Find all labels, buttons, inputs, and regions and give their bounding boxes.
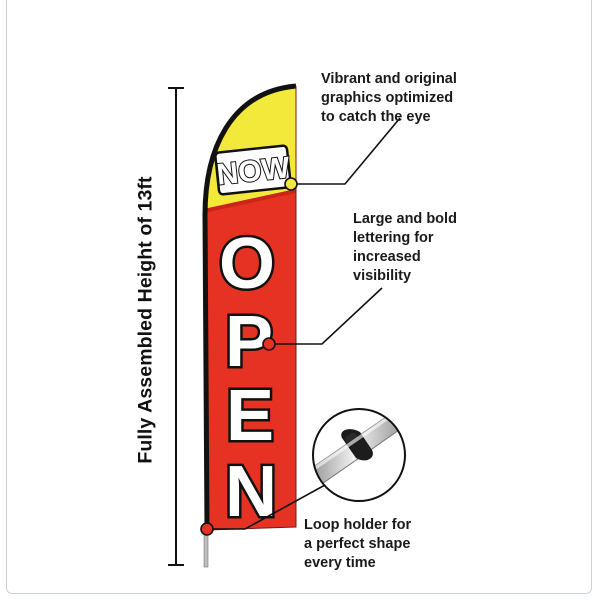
open-letters: O P E N (216, 222, 279, 535)
now-badge: NOW (214, 144, 293, 196)
loop-holder-zoom-icon (312, 408, 406, 502)
letter-n: N (225, 452, 277, 532)
callout-leader-lines (207, 117, 401, 530)
image-frame (6, 0, 592, 594)
now-text: NOW (215, 151, 292, 192)
callout-lettering: Large and bold lettering for increased v… (353, 211, 457, 284)
letter-o: O (219, 224, 275, 304)
letter-e: E (226, 376, 274, 456)
callout-loop-holder: Loop holder for a perfect shape every ti… (304, 517, 412, 571)
height-label: Fully Assembled Height of 13ft (134, 176, 157, 464)
callout-marker-icon (200, 177, 298, 536)
callout-graphics: Vibrant and original graphics optimized … (321, 71, 457, 125)
height-dimension-bar (168, 87, 184, 566)
